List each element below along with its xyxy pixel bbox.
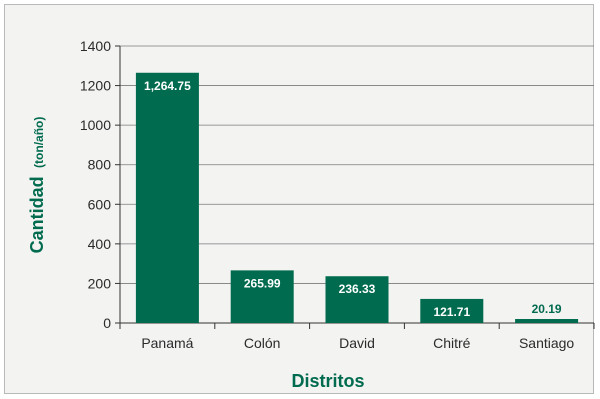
x-axis-title: Distritos [291,371,364,391]
bar [135,72,199,323]
data-label: 121.71 [433,305,470,319]
bar [325,276,389,323]
y-tick-label: 200 [88,275,112,291]
x-tick-label: David [339,335,375,351]
data-label: 1,264.75 [144,79,191,93]
x-axis: Panamá Colón David Chitré Santiago [119,322,595,351]
y-tick-label: 1000 [80,117,111,133]
y-tick-label: 1400 [80,38,111,54]
x-tick-label: Colón [244,335,281,351]
y-axis-title: Cantidad (ton/año) [27,117,47,254]
bars [135,72,579,323]
gridlines [120,45,594,284]
y-axis-title-unit: (ton/año) [32,117,46,168]
data-label: 236.33 [339,282,376,296]
y-axis: 0 200 400 600 800 1000 1200 1400 [80,38,121,331]
y-tick-label: 1200 [80,78,111,94]
bar [420,298,484,323]
chart-frame [4,4,594,394]
bar [230,270,294,323]
y-tick-label: 400 [88,236,112,252]
y-tick-label: 800 [88,157,112,173]
x-tick-label: Santiago [519,335,574,351]
y-tick-label: 600 [88,196,112,212]
y-tick-label: 0 [103,315,111,331]
bar [515,319,579,323]
x-tick-label: Chitré [433,335,471,351]
data-label: 20.19 [532,302,562,316]
x-tick-label: Panamá [141,335,193,351]
y-axis-title-main: Cantidad [27,176,47,253]
data-labels: 1,264.75 265.99 236.33 121.71 20.19 [144,79,562,319]
data-label: 265.99 [244,276,281,290]
